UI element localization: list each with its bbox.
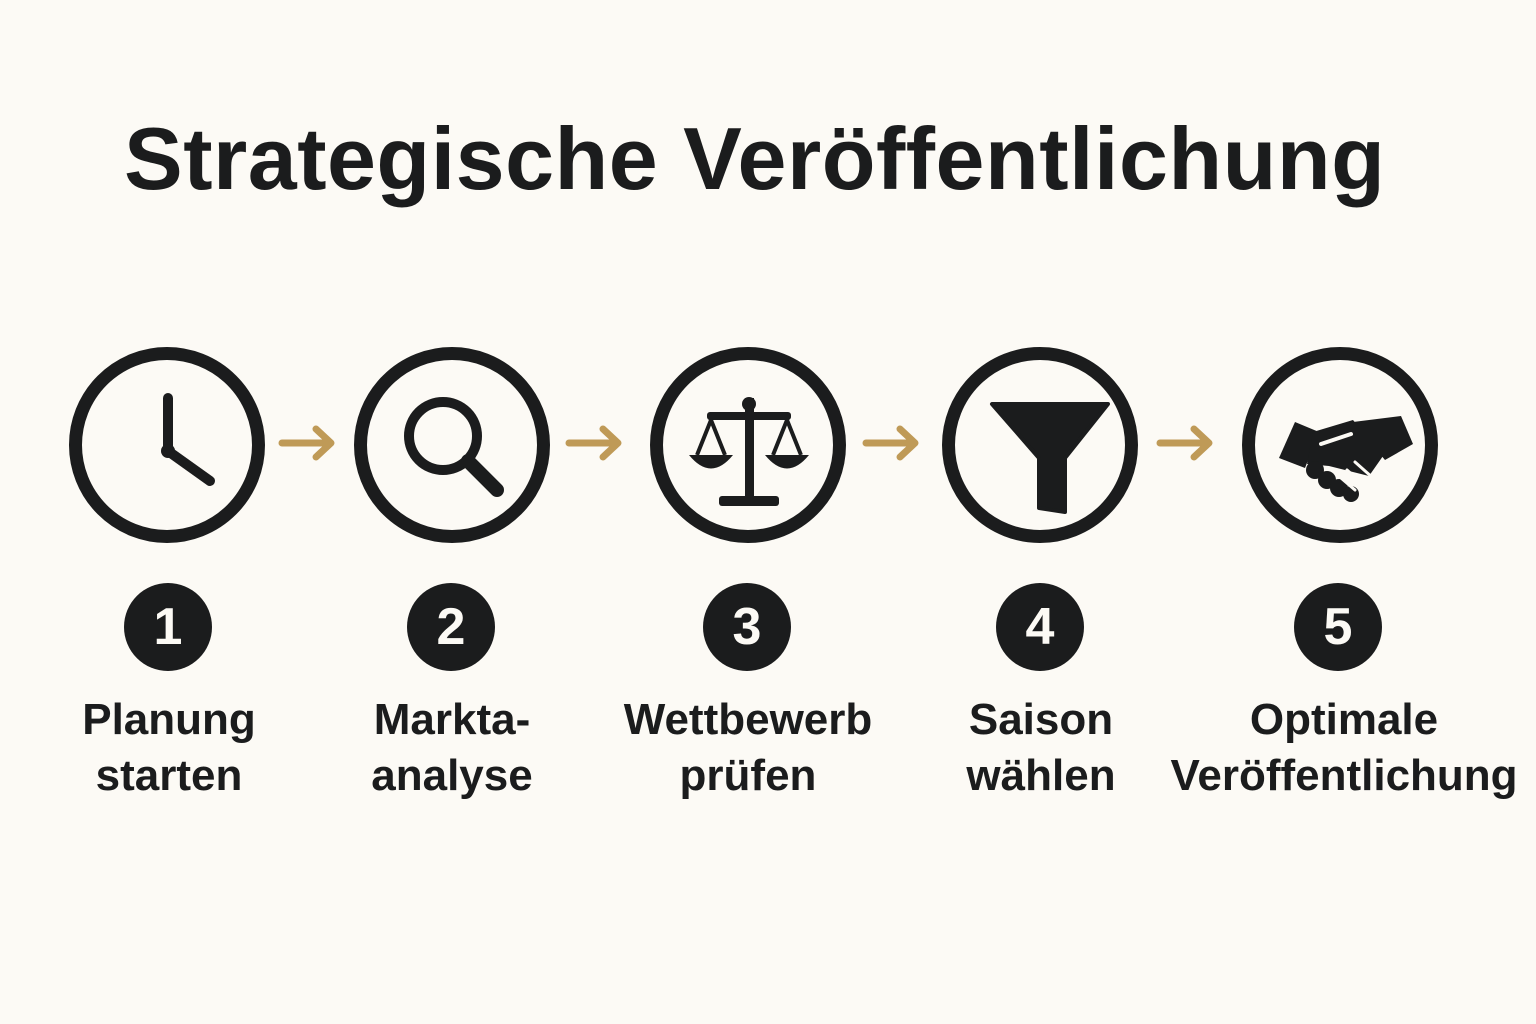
step-4-label: Saison wählen [861, 692, 1221, 804]
step-5-number-badge: 5 [1294, 583, 1382, 671]
step-2-label-line1: Markta- [373, 695, 531, 744]
step-2-label: Markta- analyse [272, 692, 632, 804]
step-4-number-badge: 4 [996, 583, 1084, 671]
step-1-label: Planung starten [0, 692, 349, 804]
step-3-label-line2: prüfen [679, 751, 817, 800]
step-5-label: Optimale Veröffentlichung [1164, 692, 1524, 804]
arrow-2-icon [565, 425, 622, 461]
step-3-circle [650, 347, 846, 543]
step-1-label-line1: Planung [82, 695, 256, 744]
step-2-label-line2: analyse [371, 751, 533, 800]
magnifier-icon [404, 397, 504, 497]
step-1-label-line2: starten [95, 751, 243, 800]
step-3-label-line1: Wettbewerb [623, 695, 873, 744]
step-1-circle [69, 347, 265, 543]
page-title: Strategische Veröffentlichung [124, 109, 1386, 208]
funnel-icon [990, 402, 1110, 514]
step-5-label-line1: Optimale [1249, 695, 1439, 744]
step-4-label-line1: Saison [968, 695, 1114, 744]
step-3-label: Wettbewerb prüfen [568, 692, 928, 804]
clock-icon [161, 393, 215, 486]
arrow-1-icon [278, 425, 335, 461]
step-2-number-badge: 2 [407, 583, 495, 671]
step-3-number-badge: 3 [703, 583, 791, 671]
arrow-4-icon [1156, 425, 1213, 461]
scales-icon [689, 397, 809, 506]
step-4-circle [942, 347, 1138, 543]
arrow-3-icon [862, 425, 919, 461]
step-1-number-badge: 1 [124, 583, 212, 671]
step-5-circle [1242, 347, 1438, 543]
step-5-label-line2: Veröffentlichung [1170, 751, 1518, 800]
step-2-circle [354, 347, 550, 543]
step-4-label-line2: wählen [966, 751, 1116, 800]
handshake-icon [1279, 416, 1413, 502]
